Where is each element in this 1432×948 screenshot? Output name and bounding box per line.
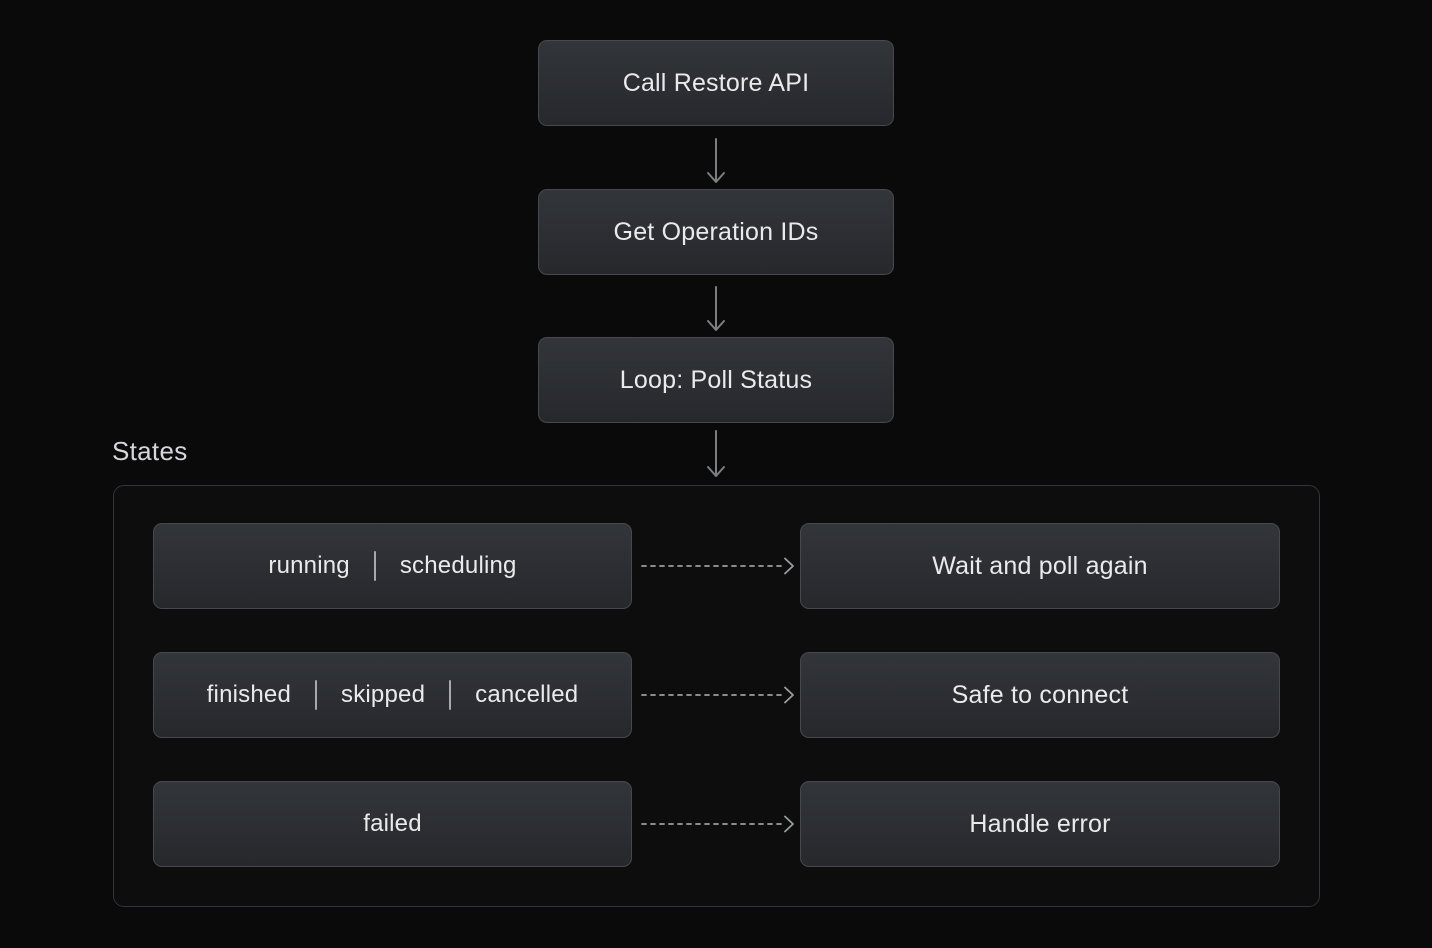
states-section-title: States: [112, 436, 188, 466]
flow-node-loop-poll-status: Loop: Poll Status: [538, 337, 894, 423]
states-container-panel: [113, 485, 1320, 907]
flow-node-label: Get Operation IDs: [613, 217, 819, 246]
flow-node-label: Call Restore API: [622, 68, 810, 97]
flow-node-label: Loop: Poll Status: [619, 365, 813, 394]
state-box-failed: failed: [153, 781, 632, 867]
state-label: scheduling: [399, 552, 517, 579]
action-label: Wait and poll again: [932, 551, 1148, 580]
state-separator: [373, 551, 376, 581]
flow-node-call-restore-api: Call Restore API: [538, 40, 894, 126]
arrow-down-icon: [707, 430, 725, 477]
state-label: failed: [363, 810, 422, 837]
state-label: finished: [206, 681, 291, 708]
state-label: cancelled: [475, 681, 579, 708]
action-box-handle-error: Handle error: [800, 781, 1280, 867]
state-label: running: [268, 552, 350, 579]
state-separator: [449, 680, 452, 710]
action-box-wait-and-poll-again: Wait and poll again: [800, 523, 1280, 609]
action-label: Safe to connect: [951, 680, 1129, 709]
arrow-down-icon: [707, 138, 725, 183]
arrow-down-icon: [707, 286, 725, 331]
action-label: Handle error: [969, 809, 1111, 838]
action-box-safe-to-connect: Safe to connect: [800, 652, 1280, 738]
state-label: skipped: [341, 681, 426, 708]
state-box-finished-skipped-cancelled: finished skipped cancelled: [153, 652, 632, 738]
flow-node-get-operation-ids: Get Operation IDs: [538, 189, 894, 275]
state-separator: [315, 680, 317, 710]
state-box-running-scheduling: running scheduling: [153, 523, 632, 609]
